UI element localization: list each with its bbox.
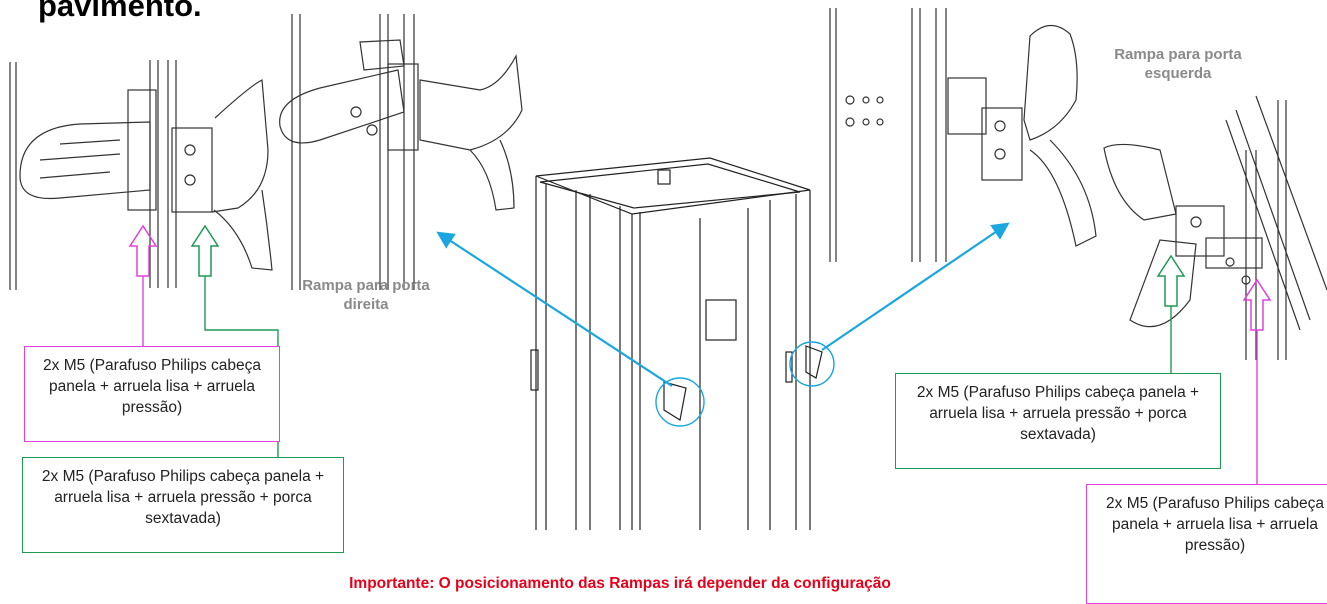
detail-left-door-bracket <box>1103 95 1327 360</box>
callout-screws-right-green: 2x M5 (Parafuso Philips cabeça panela + … <box>895 373 1221 469</box>
detail-right-bracket <box>829 8 1097 262</box>
label-right-door-ramp: Rampa para porta direita <box>302 277 430 313</box>
callout-screws-top-left: 2x M5 (Parafuso Philips cabeça panela + … <box>24 346 280 442</box>
arrow-pink-right <box>1242 278 1272 331</box>
arrow-green-right <box>1156 254 1186 307</box>
arrow-to-exploded-detail <box>436 231 673 387</box>
zoom-circle-left-door <box>789 341 835 387</box>
arrow-green-left <box>190 224 220 277</box>
detail-exploded-bracket <box>279 14 523 290</box>
important-note: Importante: O posicionamento das Rampas … <box>349 575 891 592</box>
label-left-door-ramp: Rampa para porta esquerda <box>1114 46 1242 82</box>
rack-cabinet <box>530 157 823 530</box>
callout-screws-right-pink: 2x M5 (Parafuso Philips cabeça panela + … <box>1086 484 1327 604</box>
zoom-circle-right-door <box>655 377 705 427</box>
callout-screws-bottom-left: 2x M5 (Parafuso Philips cabeça panela + … <box>22 457 344 553</box>
arrow-pink-left <box>128 224 158 277</box>
detail-left-bracket <box>9 60 273 290</box>
arrow-to-right-detail <box>821 222 1010 351</box>
page-title: pavimento. <box>38 0 202 23</box>
